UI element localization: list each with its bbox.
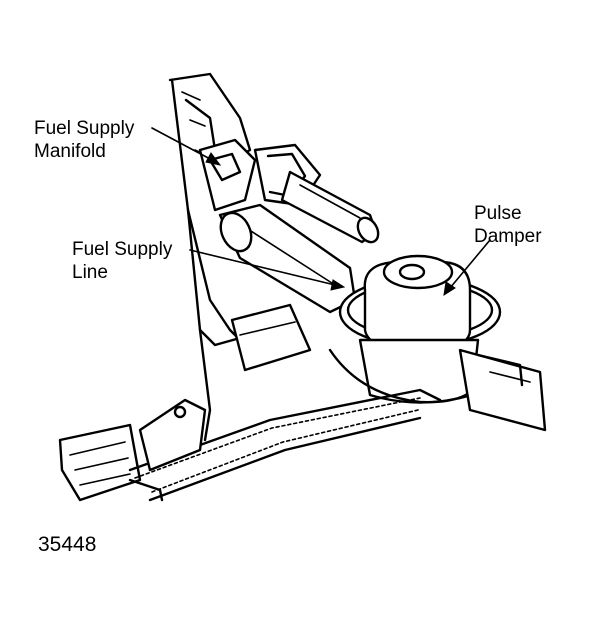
figure-number: 35448	[38, 533, 97, 556]
outlet-pipe	[458, 348, 547, 432]
fuel-supply-manifold-label: Fuel Supply Manifold	[34, 118, 135, 162]
mounting-block	[230, 303, 312, 372]
lower-bracket	[58, 398, 207, 502]
callout-arrows	[151, 127, 491, 297]
upper-tube	[280, 170, 380, 244]
fuel-supply-line-label: Fuel Supply Line	[72, 239, 173, 283]
pulse-damper	[328, 254, 502, 404]
pulse-damper-label: Pulse Damper	[474, 203, 542, 247]
